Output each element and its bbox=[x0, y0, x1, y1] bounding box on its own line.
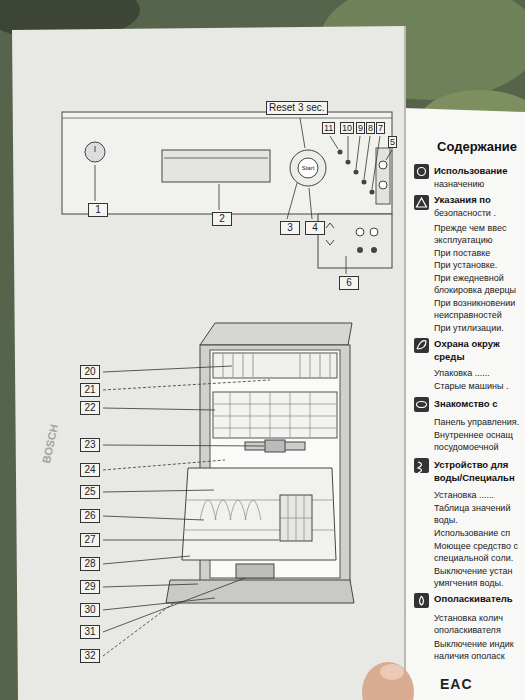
toc-entry: ополаскивателя bbox=[434, 625, 501, 635]
toc-entry: Установка колич bbox=[434, 613, 503, 623]
toc-entry: Старые машины . bbox=[434, 381, 508, 391]
callout-number: 9 bbox=[356, 122, 365, 134]
toc-entry: Моющее средство с bbox=[434, 541, 518, 551]
callout-number: 7 bbox=[376, 122, 385, 134]
callout-number: 1 bbox=[88, 203, 108, 217]
contents-heading: Содержание bbox=[437, 140, 517, 155]
toc-entry: Установка ...... bbox=[434, 490, 494, 500]
toc-section: воды/Специальн bbox=[434, 473, 515, 484]
toc-section: среды bbox=[434, 352, 465, 363]
callout-number: 20 bbox=[80, 365, 100, 379]
dial-label: Start bbox=[302, 165, 315, 172]
callout-number: 23 bbox=[80, 438, 100, 452]
callout-number: 2 bbox=[212, 212, 232, 226]
callout-number: 6 bbox=[339, 276, 359, 290]
toc-section: Охрана окруж bbox=[434, 339, 500, 350]
toc-entry: наличия ополаск bbox=[434, 651, 505, 661]
callout-number: 32 bbox=[80, 649, 100, 663]
callout-number: 11 bbox=[322, 122, 335, 134]
callout-number: 31 bbox=[80, 625, 100, 639]
toc-entry: Упаковка ...... bbox=[434, 368, 490, 378]
toc-entry: Панель управления. bbox=[434, 417, 519, 427]
eac-mark: EAC bbox=[440, 676, 473, 692]
toc-entry: назначению bbox=[434, 179, 484, 189]
callout-number: 29 bbox=[80, 580, 100, 594]
toc-entry: При возникновении bbox=[434, 298, 515, 308]
toc-section: Ополаскиватель bbox=[434, 594, 513, 605]
callout-number: 24 bbox=[80, 463, 100, 477]
callout-number: 8 bbox=[366, 122, 375, 134]
toc-section: Указания по bbox=[434, 195, 491, 206]
toc-entry: посудомоечной bbox=[434, 442, 498, 452]
toc-entry: Прежде чем ввес bbox=[434, 223, 507, 233]
toc-entry: Выключение индик bbox=[434, 639, 514, 649]
toc-entry: При установке. bbox=[434, 260, 497, 270]
reset-callout: Reset 3 sec. bbox=[266, 101, 328, 115]
toc-entry: Использование сп bbox=[434, 528, 510, 538]
callout-number: 28 bbox=[80, 557, 100, 571]
callout-number: 4 bbox=[305, 221, 325, 235]
toc-entry: умягчения воды. bbox=[434, 578, 504, 588]
toc-entry: При утилизации. bbox=[434, 323, 504, 333]
toc-entry: неисправностей bbox=[434, 310, 502, 320]
toc-entry: блокировка дверцы bbox=[434, 285, 516, 295]
callout-number: 27 bbox=[80, 533, 100, 547]
toc-entry: При поставке bbox=[434, 248, 490, 258]
callout-number: 10 bbox=[340, 122, 354, 134]
callout-number: 30 bbox=[80, 603, 100, 617]
toc-entry: При ежедневной bbox=[434, 273, 504, 283]
toc-section: Устройство для bbox=[434, 460, 508, 471]
toc-entry: Таблица значений bbox=[434, 503, 510, 513]
callout-number: 22 bbox=[80, 401, 100, 415]
toc-entry: Выключение устан bbox=[434, 566, 512, 576]
callout-number: 26 bbox=[80, 509, 100, 523]
toc-section: Знакомство с bbox=[434, 399, 498, 410]
toc-entry: безопасности . bbox=[434, 208, 496, 218]
toc-section: Использование bbox=[434, 166, 507, 177]
toc-entry: Внутреннее оснащ bbox=[434, 430, 513, 440]
toc-entry: специальной соли. bbox=[434, 553, 513, 563]
callout-number: 3 bbox=[280, 221, 300, 235]
callout-number: 21 bbox=[80, 383, 100, 397]
toc-entry: воды. bbox=[434, 515, 458, 525]
callout-number: 25 bbox=[80, 485, 100, 499]
toc-entry: эксплуатацию bbox=[434, 235, 492, 245]
callout-number: 5 bbox=[388, 136, 397, 148]
